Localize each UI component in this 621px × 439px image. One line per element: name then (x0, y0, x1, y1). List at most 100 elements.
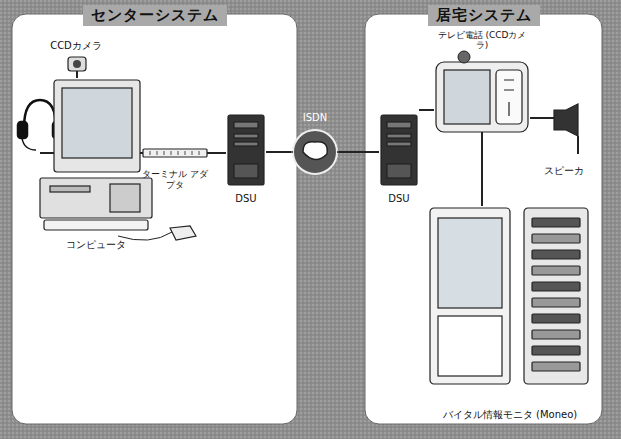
dsu-unit: DSU (226, 112, 266, 204)
dsu-drawing (228, 115, 264, 185)
dsu-part (387, 164, 411, 178)
monitor-part (430, 208, 510, 384)
device-icon (40, 80, 152, 250)
camera-part (76, 71, 78, 78)
dsu-part (381, 115, 417, 185)
device-label: DSU (379, 193, 419, 205)
dsu-unit: DSU (379, 112, 419, 204)
panel-title: 居宅システム (428, 5, 540, 26)
device-label: テレビ電話 (CCDカメラ) (434, 30, 530, 51)
monitor-part (438, 218, 502, 308)
camera-icon: CCDカメラ (38, 40, 114, 78)
ta-part (150, 151, 151, 155)
monitor-part (532, 234, 580, 243)
speaker-part (542, 117, 554, 119)
camera-drawing (68, 57, 86, 78)
panel-ground (12, 14, 297, 424)
video-phone: テレビ電話 (CCDカメラ) (434, 30, 530, 138)
phone-part (481, 132, 483, 138)
phone-camera (458, 51, 470, 63)
ta-drawing (143, 149, 207, 157)
system-panel: センターシステムCCDカメラコンピュータターミナル アダプタDSU (12, 14, 297, 424)
cloud-part (303, 142, 327, 160)
dsu-part (387, 134, 411, 138)
dsu-part (234, 142, 258, 146)
connector-line (481, 138, 483, 206)
connector-line (208, 152, 226, 154)
device-icon (426, 206, 594, 420)
cloud-drawing (291, 130, 339, 174)
phone-part (436, 62, 528, 132)
monitor-part (532, 362, 580, 371)
cloud-part (291, 151, 339, 153)
speaker-drawing (542, 104, 578, 154)
device-label: DSU (226, 193, 266, 205)
connector-line (419, 109, 434, 111)
computer-icon: コンピュータ (40, 80, 152, 250)
monitor-part (532, 346, 580, 355)
camera-part (68, 57, 86, 71)
ta-part (192, 151, 193, 155)
phone-part (496, 70, 522, 124)
computer-part (110, 184, 140, 212)
device-label: ISDN (291, 112, 339, 124)
isdn-network: ISDN (291, 112, 339, 174)
dsu-part (387, 122, 411, 128)
computer-part (50, 186, 90, 192)
monitor-part (532, 314, 580, 323)
monitor-part (532, 218, 580, 227)
device-label: スピーカ (542, 165, 586, 177)
monitor-part (438, 316, 502, 376)
device-icon (379, 112, 419, 204)
device-label: ターミナル アダプタ (142, 169, 208, 190)
vital-monitor: バイタル情報モニタ (Moneo) (426, 206, 594, 420)
ta-part (143, 149, 207, 157)
computer-part (62, 88, 132, 158)
lens (73, 60, 81, 68)
system-panel: 居宅システムDSUテレビ電話 (CCDカメラ)スピーカバイタル情報モニタ (Mo… (365, 14, 602, 424)
connector-line (266, 151, 291, 153)
connector-line (530, 117, 542, 119)
monitor-drawing (430, 208, 588, 384)
monitor-part (532, 282, 580, 291)
computer-drawing (40, 80, 152, 230)
ta-part (199, 151, 200, 155)
ta-part (164, 151, 165, 155)
speaker-part (554, 104, 578, 136)
ta-part (171, 151, 172, 155)
dsu-part (387, 142, 411, 146)
ta-part (157, 151, 158, 155)
speaker-part (577, 136, 579, 154)
speaker-icon: スピーカ (542, 104, 586, 176)
panel-title-wrap: 居宅システム (365, 5, 602, 26)
phone-part (504, 80, 514, 116)
dsu-part (234, 134, 258, 138)
terminal-adapter: ターミナル アダプタ (142, 144, 208, 190)
cloud-ring (293, 130, 337, 174)
computer-part (54, 80, 140, 172)
device-label: CCDカメラ (38, 40, 114, 52)
monitor-part (532, 330, 580, 339)
device-label: コンピュータ (40, 239, 152, 251)
ta-part (178, 151, 179, 155)
panel-ground (365, 14, 602, 424)
panel-title: センターシステム (83, 5, 227, 26)
monitor-part (524, 208, 588, 384)
dsu-part (228, 115, 264, 185)
device-label: バイタル情報モニタ (Moneo) (426, 409, 594, 421)
monitor-part (532, 250, 580, 259)
device-icon (226, 112, 266, 204)
connector-line (339, 151, 379, 153)
computer-part (44, 220, 148, 230)
phone-drawing (436, 51, 528, 138)
dsu-part (234, 164, 258, 178)
dsu-part (234, 122, 258, 128)
panel-title-wrap: センターシステム (12, 5, 297, 26)
monitor-part (532, 298, 580, 307)
computer-part (40, 178, 152, 218)
phone-part (444, 70, 490, 124)
ta-part (185, 151, 186, 155)
monitor-part (532, 266, 580, 275)
